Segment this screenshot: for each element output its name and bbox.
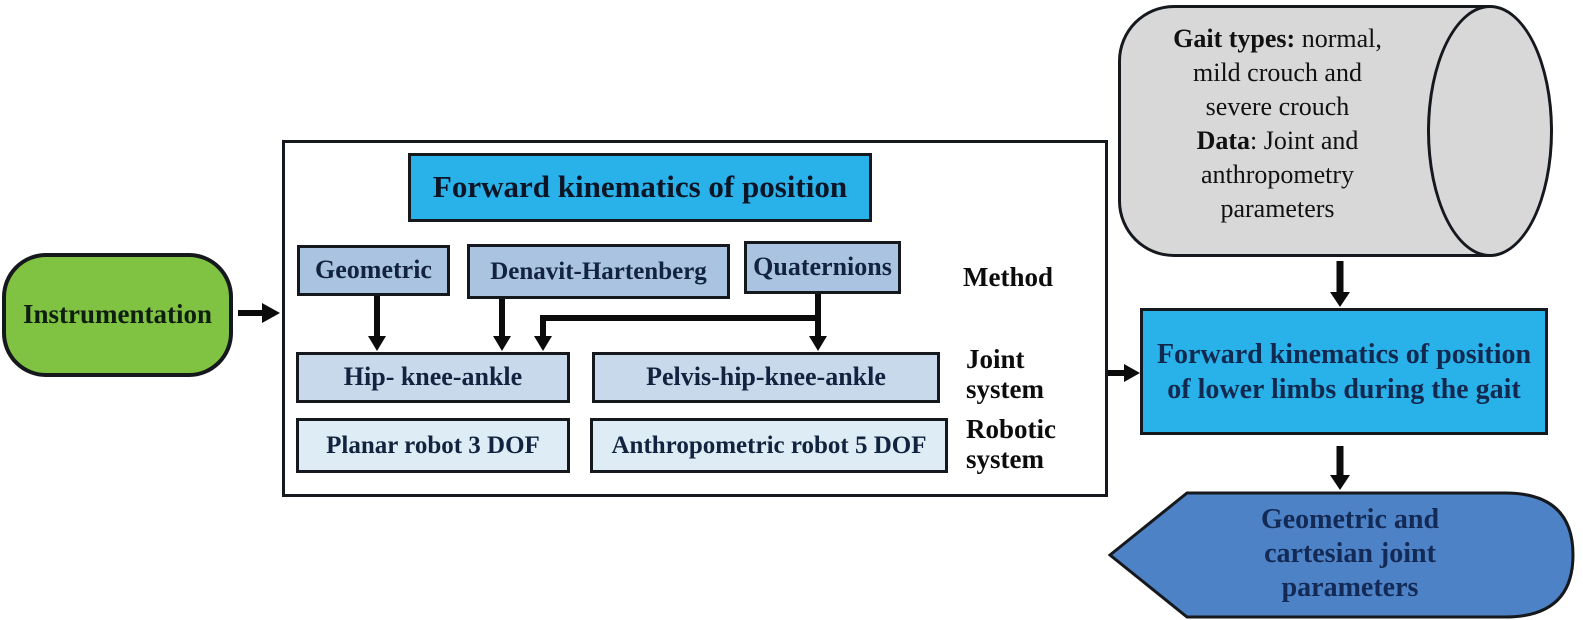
robot-anthropometric-label: Anthropometric robot 5 DOF — [611, 431, 927, 459]
node-gait-datastore: Gait types: normal, mild crouch and seve… — [1125, 22, 1430, 226]
node-forward-kinematics-position: Forward kinematics of position — [408, 153, 872, 222]
node-method-denavit-hartenberg: Denavit-Hartenberg — [467, 244, 730, 299]
node-output-parameters: Geometric and cartesian joint parameters — [1185, 503, 1515, 605]
datastore-line: severe crouch — [1205, 92, 1350, 121]
fk-gait-line-2: of lower limbs during the gait — [1167, 373, 1521, 405]
robot-planar-label: Planar robot 3 DOF — [326, 431, 540, 459]
datastore-line: parameters — [1220, 194, 1335, 223]
datastore-line: Data: Joint and — [1196, 126, 1359, 155]
datastore-line: Gait types: normal, — [1173, 24, 1382, 53]
method-quaternions-label: Quaternions — [753, 252, 892, 282]
fk-gait-line-1: Forward kinematics of position — [1156, 338, 1532, 370]
joint-hip-label: Hip- knee-ankle — [343, 362, 523, 392]
arrow-instrumentation-to-panel — [238, 303, 280, 323]
node-joint-pelvis-hip-knee-ankle: Pelvis-hip-knee-ankle — [592, 352, 940, 403]
datastore-cylinder-cap — [1427, 5, 1553, 257]
arrow-quaternions-branch-to-hip — [534, 315, 818, 351]
node-joint-hip-knee-ankle: Hip- knee-ankle — [296, 352, 570, 403]
node-fk-lower-limbs-gait: Forward kinematics of position of lower … — [1140, 308, 1548, 435]
row-label-robotic-system: Robotic system — [966, 414, 1056, 474]
output-pennant-shape — [1107, 491, 1575, 619]
arrow-fk-gait-to-output — [1330, 446, 1350, 490]
output-line-3: parameters — [1281, 572, 1419, 603]
joint-pelvis-label: Pelvis-hip-knee-ankle — [646, 362, 886, 392]
arrow-quaternions-to-pelvis — [809, 294, 827, 351]
instrumentation-label: Instrumentation — [22, 299, 212, 330]
row-label-joint-system: Joint system — [966, 344, 1044, 404]
method-dh-label: Denavit-Hartenberg — [490, 257, 707, 285]
arrow-panel-to-fk-gait — [1108, 364, 1140, 382]
node-instrumentation: Instrumentation — [2, 253, 233, 377]
node-robot-anthropometric-5dof: Anthropometric robot 5 DOF — [590, 418, 948, 473]
output-line-1: Geometric and — [1260, 504, 1440, 535]
method-geometric-label: Geometric — [315, 255, 432, 285]
arrow-dh-to-hip — [493, 299, 511, 351]
node-robot-planar-3dof: Planar robot 3 DOF — [296, 418, 570, 473]
datastore-line: mild crouch and — [1193, 58, 1362, 87]
forward-kinematics-label: Forward kinematics of position — [432, 169, 848, 205]
node-method-quaternions: Quaternions — [744, 241, 901, 294]
node-method-geometric: Geometric — [297, 245, 450, 296]
datastore-line: anthropometry — [1200, 160, 1355, 189]
row-label-method: Method — [963, 262, 1053, 292]
arrow-datastore-to-fk-gait — [1330, 261, 1350, 307]
output-line-2: cartesian joint — [1264, 538, 1436, 569]
arrow-geometric-to-hip — [368, 296, 386, 351]
